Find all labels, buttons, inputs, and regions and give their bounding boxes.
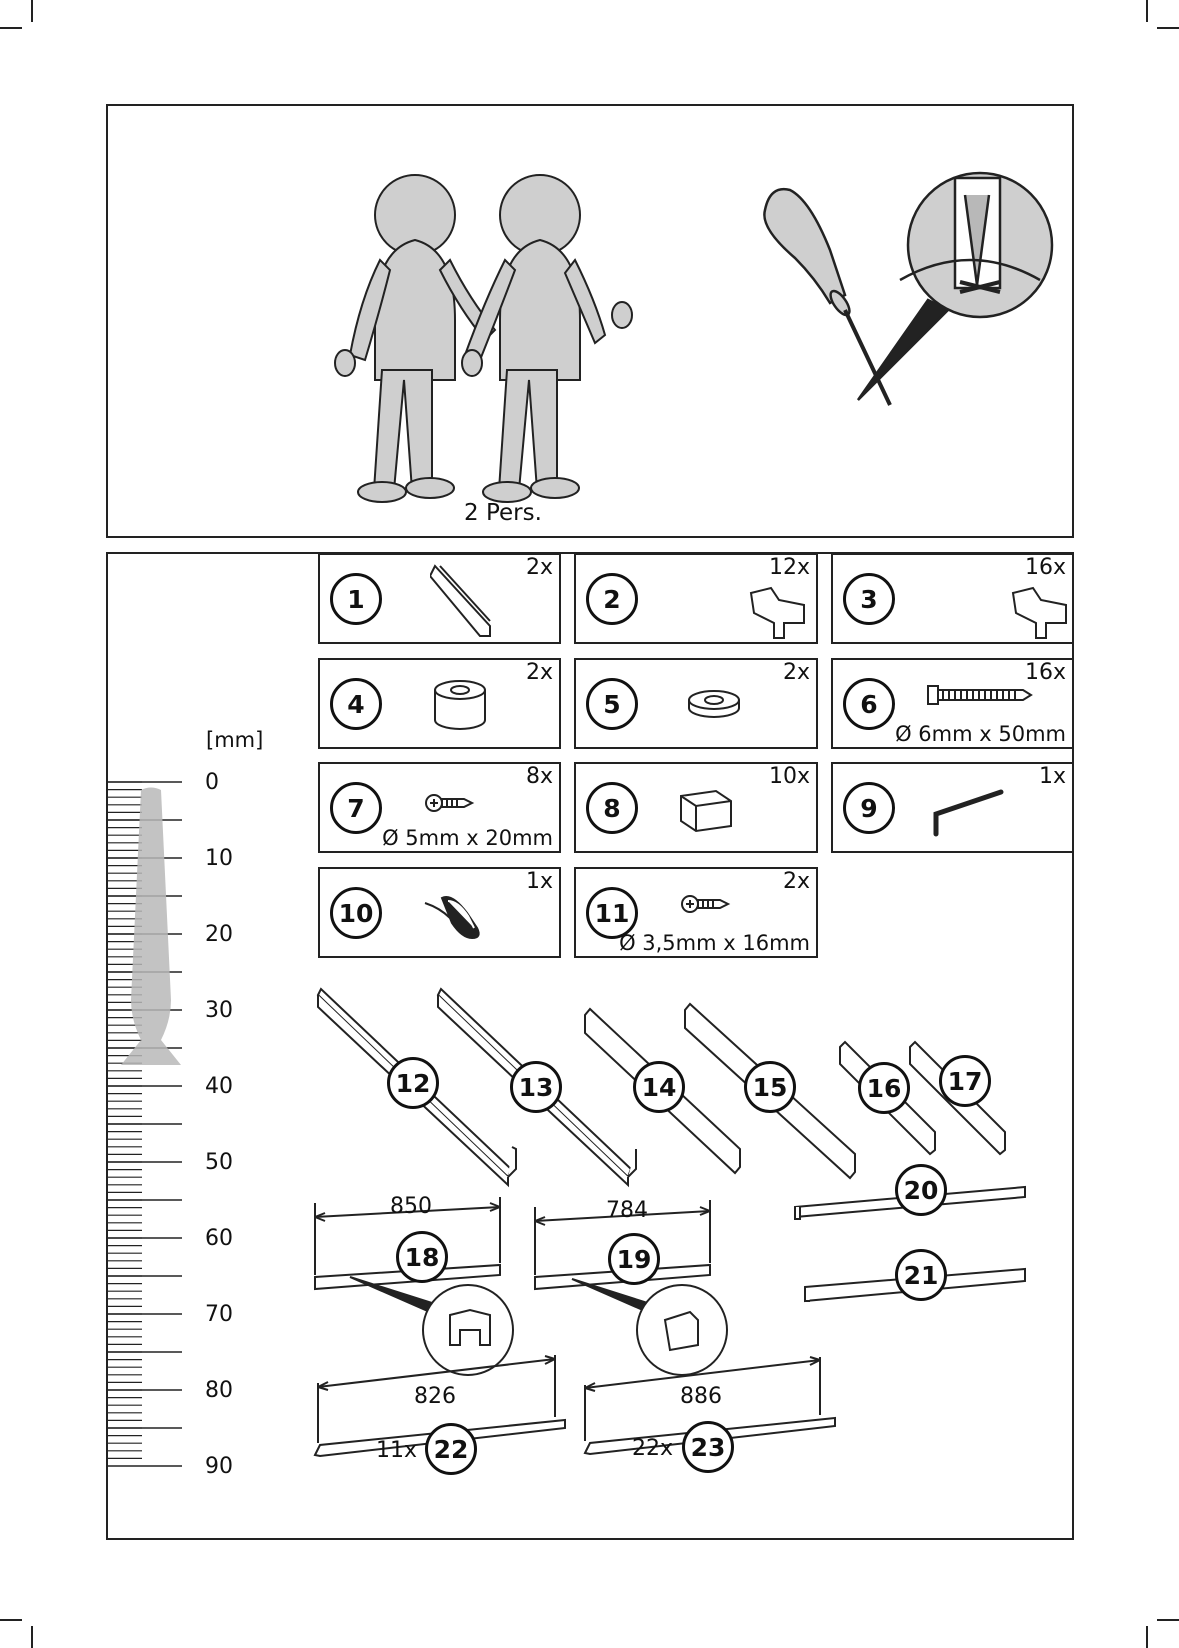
crop-mark <box>0 1619 22 1621</box>
part-number-badge-14: 14 <box>633 1061 685 1113</box>
part-spec: Ø 6mm x 50mm <box>895 722 1066 746</box>
part-quantity: 8x <box>526 764 553 789</box>
allen-key-icon <box>928 784 1008 839</box>
part-box-4: 4 2x <box>318 658 561 749</box>
part-number-badge-20: 20 <box>895 1164 947 1216</box>
part-number-badge-23: 23 <box>682 1421 734 1473</box>
part-number-badge-22: 22 <box>425 1423 477 1475</box>
long-screw-icon <box>923 680 1033 710</box>
part-number-badge: 3 <box>843 573 895 625</box>
square-connector-icon <box>676 786 736 836</box>
part-number-badge: 6 <box>843 678 895 730</box>
part-quantity: 2x <box>526 660 553 685</box>
part-box-7: 7 8x Ø 5mm x 20mm <box>318 762 561 853</box>
part-box-2: 2 12x <box>574 553 818 644</box>
crop-mark <box>31 0 33 22</box>
ruler-mark-label: 20 <box>205 922 233 947</box>
ruler-mark-label: 90 <box>205 1454 233 1479</box>
part-number-badge: 8 <box>586 782 638 834</box>
part-quantity: 10x <box>769 764 810 789</box>
part-number-badge: 4 <box>330 678 382 730</box>
crop-mark <box>1157 27 1179 29</box>
ruler-mark-label: 30 <box>205 998 233 1023</box>
small-screw-icon <box>681 889 731 919</box>
part-number-badge-17: 17 <box>939 1055 991 1107</box>
ruler-mark-label: 60 <box>205 1226 233 1251</box>
part-number-badge: 7 <box>330 782 382 834</box>
part-box-3: 3 16x <box>831 553 1074 644</box>
part-number-badge: 5 <box>586 678 638 730</box>
connector-clip-icon <box>746 583 811 643</box>
ruler-mark-label: 40 <box>205 1074 233 1099</box>
part-quantity: 2x <box>526 555 553 580</box>
ruler-mark-label: 10 <box>205 846 233 871</box>
part-number-badge-21: 21 <box>895 1249 947 1301</box>
part-quantity: 1x <box>526 869 553 894</box>
bracket-clip-icon <box>430 561 500 641</box>
part-number-badge: 2 <box>586 573 638 625</box>
ruler-mark-label: 80 <box>205 1378 233 1403</box>
part-box-6: 6 16x Ø 6mm x 50mm <box>831 658 1074 749</box>
part-number-badge: 9 <box>843 782 895 834</box>
part-quantity: 2x <box>783 869 810 894</box>
ruler-unit-label: [mm] <box>206 728 263 752</box>
crop-mark <box>0 27 22 29</box>
crop-mark <box>1146 0 1148 22</box>
crop-mark <box>1146 1626 1148 1648</box>
screw-size-ruler <box>106 770 286 1470</box>
crop-mark <box>1157 1619 1179 1621</box>
part-number-badge-19: 19 <box>608 1233 660 1285</box>
part-number-badge-16: 16 <box>858 1062 910 1114</box>
part-box-9: 9 1x <box>831 762 1074 853</box>
part-box-8: 8 10x <box>574 762 818 853</box>
short-screw-icon <box>425 788 475 818</box>
two-persons-icon <box>330 170 660 510</box>
part-quantity: 16x <box>1025 555 1066 580</box>
part-spec: Ø 3,5mm x 16mm <box>619 931 810 955</box>
part-number-badge-15: 15 <box>744 1061 796 1113</box>
persons-label: 2 Pers. <box>464 500 542 526</box>
ruler-mark-label: 0 <box>205 770 219 795</box>
crop-mark <box>31 1626 33 1648</box>
spacer-sleeve-icon <box>430 678 490 733</box>
part-quantity: 2x <box>783 660 810 685</box>
connector-clip-icon <box>1008 583 1073 643</box>
ruler-mark-label: 50 <box>205 1150 233 1175</box>
part-quantity: 1x <box>1039 764 1066 789</box>
pieces-count: 22x <box>632 1436 673 1461</box>
phillips-screwdriver-icon <box>760 170 1060 420</box>
pad-icon <box>420 883 490 943</box>
part-number-badge-12: 12 <box>387 1057 439 1109</box>
part-box-5: 5 2x <box>574 658 818 749</box>
part-number-badge: 1 <box>330 573 382 625</box>
dimension-label: 826 <box>414 1384 456 1409</box>
part-number-badge-13: 13 <box>510 1061 562 1113</box>
washer-icon <box>684 688 744 723</box>
dimension-label: 886 <box>680 1384 722 1409</box>
part-quantity: 12x <box>769 555 810 580</box>
ruler-mark-label: 70 <box>205 1302 233 1327</box>
pieces-count: 11x <box>376 1438 417 1463</box>
part-number-badge-18: 18 <box>396 1231 448 1283</box>
part-box-1: 1 2x <box>318 553 561 644</box>
dimension-label: 850 <box>390 1194 432 1219</box>
part-number-badge: 10 <box>330 887 382 939</box>
part-box-11: 11 2x Ø 3,5mm x 16mm <box>574 867 818 958</box>
dimension-label: 784 <box>606 1198 648 1223</box>
part-box-10: 10 1x <box>318 867 561 958</box>
part-spec: Ø 5mm x 20mm <box>382 826 553 850</box>
